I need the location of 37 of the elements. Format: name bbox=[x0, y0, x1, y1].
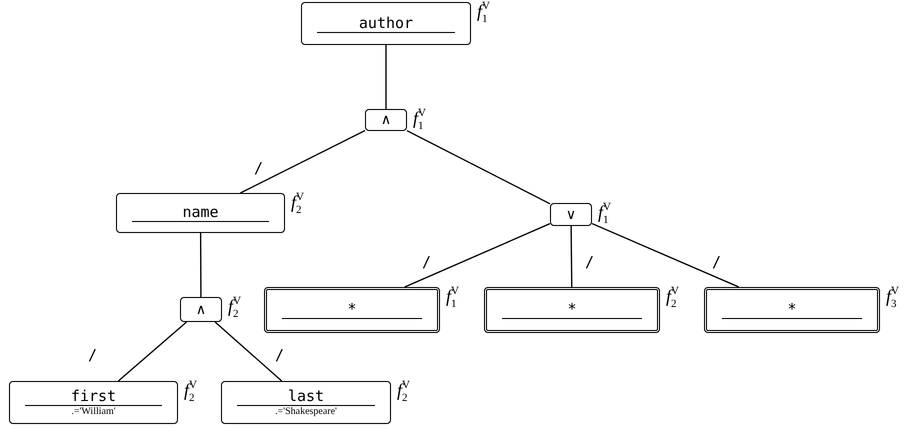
connector-line bbox=[118, 322, 187, 382]
element-name: first bbox=[25, 388, 162, 406]
edge-label: / bbox=[712, 254, 722, 270]
connector-line bbox=[214, 322, 282, 382]
predicate-text: .='Shakespeare' bbox=[275, 406, 337, 418]
element-name: last bbox=[237, 388, 375, 406]
connector-line bbox=[592, 222, 740, 288]
edge-label: / bbox=[254, 160, 264, 176]
edge-label: / bbox=[88, 347, 98, 363]
double-bordered-box bbox=[264, 287, 440, 333]
operator-symbol: ∧ bbox=[196, 302, 206, 318]
element-name: name bbox=[132, 204, 269, 222]
element-name: * bbox=[282, 301, 422, 319]
element-box bbox=[301, 2, 471, 45]
operator-box bbox=[550, 203, 592, 226]
edge-label: / bbox=[275, 347, 284, 363]
connector-line bbox=[406, 130, 550, 204]
element-box bbox=[116, 193, 285, 233]
element-name: author bbox=[317, 14, 455, 32]
connector-line bbox=[200, 233, 202, 297]
connector-line bbox=[240, 130, 366, 194]
predicate-text: .='William' bbox=[71, 406, 116, 418]
operator-symbol: ∨ bbox=[566, 206, 576, 222]
operator-box bbox=[365, 109, 407, 131]
operator-symbol: ∧ bbox=[380, 112, 392, 128]
element-box bbox=[221, 381, 391, 424]
edge-label: / bbox=[422, 254, 432, 270]
connector-line bbox=[570, 226, 572, 287]
edge-label: / bbox=[585, 254, 594, 270]
double-bordered-box bbox=[484, 287, 660, 333]
element-name: * bbox=[502, 301, 642, 319]
connector-line bbox=[385, 45, 387, 109]
element-name: * bbox=[722, 301, 862, 319]
connector-line bbox=[404, 223, 550, 288]
element-box bbox=[9, 381, 178, 424]
operator-box bbox=[180, 297, 222, 322]
double-bordered-box bbox=[704, 287, 880, 333]
